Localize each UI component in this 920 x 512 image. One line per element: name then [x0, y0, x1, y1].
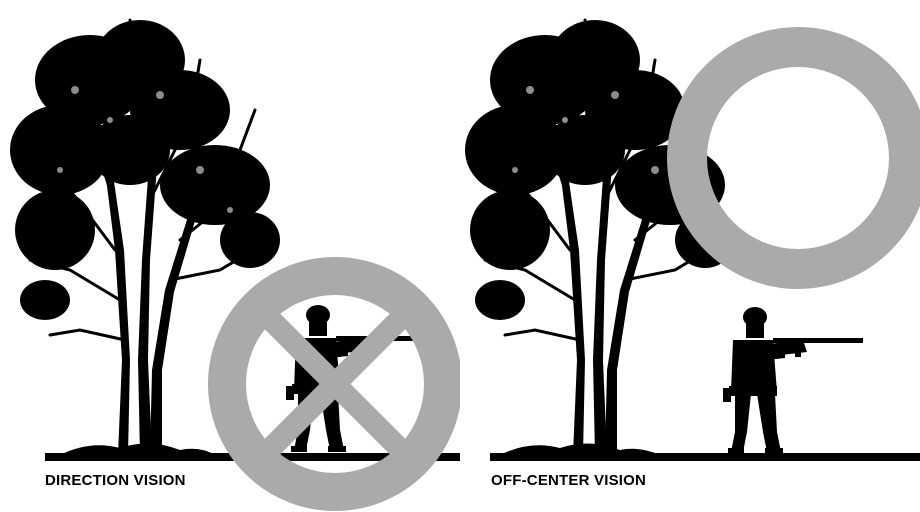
direction-vision-panel: DIRECTION VISION — [0, 0, 460, 512]
ground-line — [490, 453, 920, 461]
soldier-silhouette — [723, 307, 863, 454]
off-center-vision-panel: OFF-CENTER VISION — [460, 0, 920, 512]
off-center-ring — [687, 47, 909, 269]
off-center-vision-illustration — [460, 0, 920, 512]
caption-direction-vision: DIRECTION VISION — [45, 472, 186, 489]
direction-vision-illustration — [0, 0, 460, 512]
caption-off-center-vision: OFF-CENTER VISION — [491, 472, 646, 489]
